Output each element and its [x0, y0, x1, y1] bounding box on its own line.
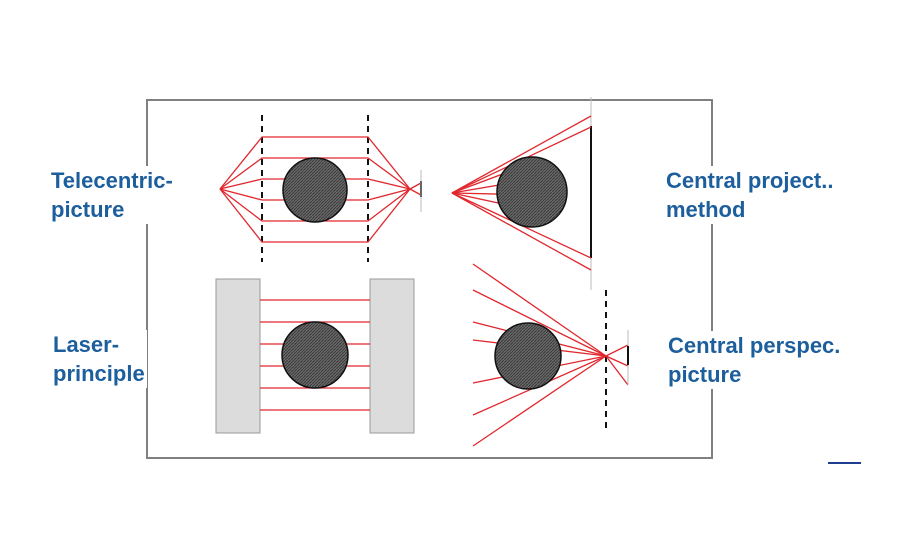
central-perspective-diagram — [472, 263, 629, 447]
label-line: picture — [668, 362, 742, 387]
label-telecentric-picture: Telecentric- picture — [49, 166, 175, 224]
label-line: method — [666, 197, 746, 222]
object-circle-projection — [496, 156, 568, 228]
telecentric-diagram — [219, 115, 422, 262]
outer-frame — [146, 99, 713, 459]
object-circle-laser — [281, 321, 349, 389]
label-line: picture — [51, 197, 125, 222]
label-central-projection-method: Central project.. method — [664, 166, 836, 224]
label-line: Central project.. — [666, 168, 834, 193]
label-line: Telecentric- — [51, 168, 173, 193]
laser-emitter-block — [215, 278, 261, 434]
label-line: principle — [53, 361, 145, 386]
object-circle-perspective — [494, 322, 562, 390]
laser-receiver-block — [369, 278, 415, 434]
decorative-underline — [828, 462, 861, 464]
label-laser-principle: Laser- principle — [51, 330, 147, 388]
label-line: Central perspec. — [668, 333, 841, 358]
label-line: Laser- — [53, 332, 120, 357]
central-projection-diagram — [451, 97, 592, 290]
label-central-perspective-picture: Central perspec. picture — [666, 331, 843, 389]
object-circle-telecentric — [282, 157, 348, 223]
laser-diagram — [215, 278, 415, 434]
